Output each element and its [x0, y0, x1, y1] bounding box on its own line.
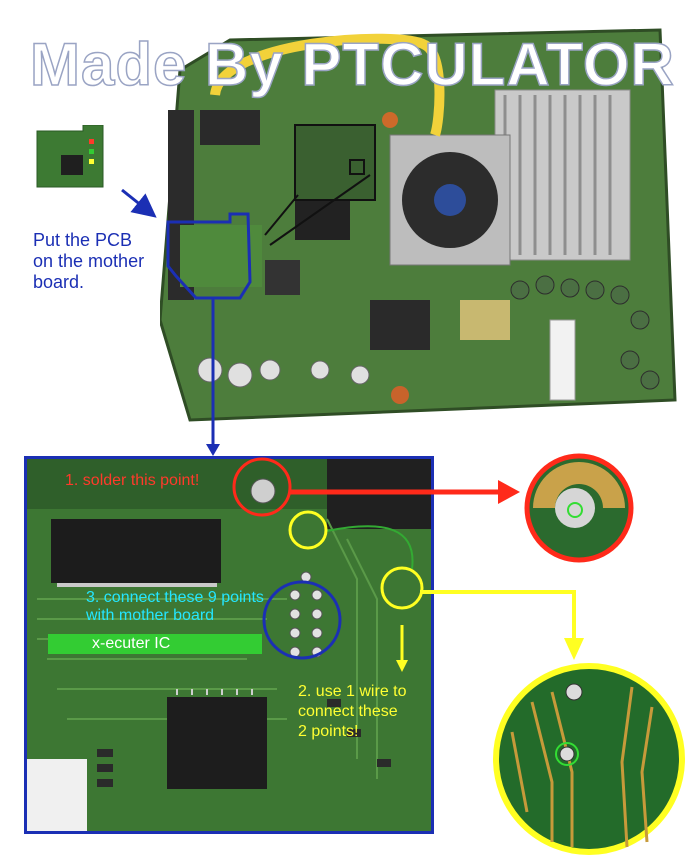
intro-caption-line-2: on the mother: [33, 251, 145, 271]
step3-line-2: with mother board: [86, 607, 215, 624]
pcb-placement-arrow: [121, 188, 157, 218]
solder-point-arrowhead: [498, 480, 520, 504]
ic-label-bar: x-ecuter IC: [48, 634, 262, 654]
watermark-text: Made By PTCULATOR: [29, 30, 675, 99]
intro-caption-line-3: board.: [33, 272, 85, 292]
step2-label: 2. use 1 wire to connect these 2 points!: [298, 682, 407, 742]
step3-label: 3. connect these 9 points with mother bo…: [86, 589, 264, 625]
step2-line-3: 2 points!: [298, 723, 359, 740]
detail-connector-arrowhead: [206, 444, 220, 456]
step1-label: 1. solder this point!: [65, 472, 200, 489]
step2-line-1: 2. use 1 wire to: [298, 683, 407, 700]
zoom-wire-points: [493, 663, 685, 855]
wire-zoom-arrowhead: [564, 638, 584, 660]
motherboard-photo: [160, 20, 680, 430]
wire-zoom-arrow: [420, 590, 576, 640]
step3-line-1: 3. connect these 9 points: [86, 589, 264, 606]
zoom-solder-point: [524, 453, 634, 563]
step2-line-2: connect these: [298, 703, 398, 720]
small-pcb-image: [36, 125, 104, 188]
intro-caption: Put the PCB on the mother board.: [33, 230, 144, 293]
intro-caption-line-1: Put the PCB: [33, 230, 133, 250]
